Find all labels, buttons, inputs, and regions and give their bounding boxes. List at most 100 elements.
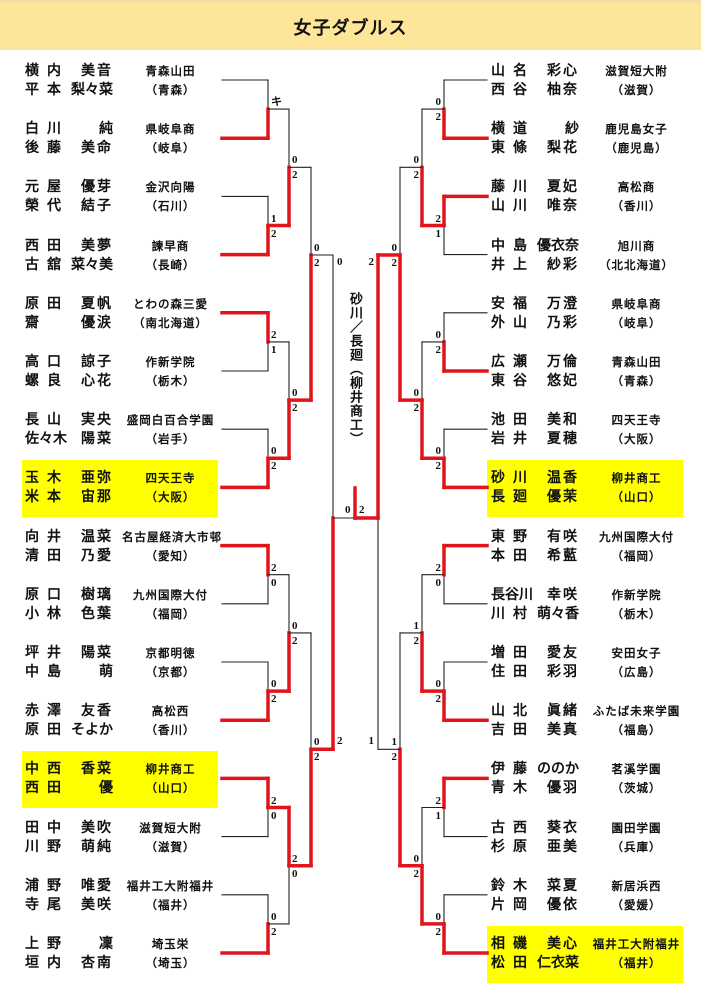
team-entry: 向井温菜名古屋経済大市邨清田乃愛（愛知） bbox=[25, 529, 222, 569]
team-entry: 上野凜埼玉栄垣内杏南（埼玉） bbox=[25, 936, 219, 976]
prefecture: （愛知） bbox=[145, 550, 196, 563]
player-given-name: 萌 bbox=[99, 665, 113, 680]
score-top: 0 bbox=[435, 328, 442, 341]
player-2-row: 松田仁衣菜（福井） bbox=[491, 955, 685, 973]
player-given-name: 梨花 bbox=[547, 141, 579, 157]
player-surname: 米本 bbox=[25, 490, 69, 506]
school-name: 名古屋経済大市邨 bbox=[122, 531, 222, 544]
player-surname: 原田 bbox=[25, 723, 69, 739]
score-top: 0 bbox=[413, 852, 420, 865]
school-name: とわの森三愛 bbox=[133, 298, 208, 311]
player-given-name: 萌々香 bbox=[537, 606, 579, 622]
school-name: 園田学園 bbox=[611, 822, 662, 835]
player-1-row: 坪井陽菜京都明徳 bbox=[25, 645, 219, 663]
player-given-name: 諒子 bbox=[81, 355, 113, 370]
prefecture: （青森） bbox=[611, 376, 662, 388]
player-given-name: 仁衣菜 bbox=[537, 956, 579, 971]
prefecture: （愛媛） bbox=[611, 899, 662, 912]
score-bottom: 2 bbox=[271, 925, 277, 938]
player-given-name: 実央 bbox=[81, 413, 113, 429]
score-top: 0 bbox=[292, 387, 298, 400]
player-given-name: 美吹 bbox=[81, 820, 113, 836]
team-entry: 元屋優芽金沢向陽榮代結子（石川） bbox=[25, 179, 219, 219]
team-entry: 鈴木菜夏新居浜西片岡優依（愛媛） bbox=[491, 878, 685, 918]
prefecture: （茨城） bbox=[611, 783, 662, 796]
player-surname: 相磯 bbox=[491, 937, 535, 952]
team-entry: 古西葵衣園田学園杉原亜美（兵庫） bbox=[491, 820, 685, 860]
player-given-name: 唯愛 bbox=[81, 878, 113, 894]
player-surname: 藤川 bbox=[491, 180, 535, 196]
player-1-row: 増田愛友安田女子 bbox=[491, 645, 685, 663]
player-surname: 東野 bbox=[491, 529, 535, 545]
player-1-row: 藤川夏妃高松商 bbox=[491, 179, 685, 197]
prefecture: （青森） bbox=[145, 85, 196, 97]
player-surname: 西谷 bbox=[491, 83, 535, 98]
player-surname: 原口 bbox=[25, 587, 69, 603]
score-bottom: 2 bbox=[391, 751, 398, 764]
score-top: 2 bbox=[271, 328, 277, 341]
player-given-name: 菜夏 bbox=[547, 878, 579, 894]
prefecture: （滋賀） bbox=[611, 85, 662, 97]
player-1-row: 原田夏帆とわの森三愛 bbox=[25, 296, 219, 314]
school-name: 九州国際大付 bbox=[133, 589, 208, 602]
prefecture: （埼玉） bbox=[145, 958, 196, 970]
player-surname: 向井 bbox=[25, 529, 69, 545]
school-name: 青森山田 bbox=[611, 357, 662, 369]
player-1-row: 向井温菜名古屋経済大市邨 bbox=[25, 529, 222, 547]
team-entry: 長谷川幸咲作新学院川村萌々香（栃木） bbox=[491, 587, 685, 627]
player-2-row: 吉田美真（福島） bbox=[491, 722, 685, 740]
team-entry: 池田美和四天王寺岩井夏穂（大阪） bbox=[491, 412, 685, 452]
player-surname: 中西 bbox=[25, 762, 69, 778]
player-2-row: 本田希藍（福岡） bbox=[491, 548, 685, 566]
prefecture: （香川） bbox=[145, 725, 196, 738]
player-given-name: 夏穂 bbox=[547, 432, 579, 448]
prefecture: （滋賀） bbox=[145, 841, 196, 854]
player-given-name: 心花 bbox=[81, 374, 113, 389]
player-given-name: 希藍 bbox=[547, 548, 579, 564]
player-1-row: 東野有咲九州国際大付 bbox=[491, 529, 685, 547]
player-2-row: 小林色葉（福岡） bbox=[25, 606, 219, 624]
player-1-row: 原口樹璃九州国際大付 bbox=[25, 587, 219, 605]
player-2-row: 寺尾美咲（福井） bbox=[25, 897, 219, 915]
player-2-row: 川野萌純（滋賀） bbox=[25, 839, 219, 857]
team-entry: 中島優衣奈旭川商井上紗彩（北北海道） bbox=[491, 238, 685, 278]
team-entry: 中西香菜柳井商工西田優（山口） bbox=[25, 761, 219, 801]
seed-highlight bbox=[22, 460, 218, 518]
player-surname: 中島 bbox=[491, 238, 535, 254]
prefecture: （福井） bbox=[145, 899, 196, 912]
player-surname: 西田 bbox=[25, 781, 69, 797]
player-given-name: 美夢 bbox=[81, 238, 113, 254]
school-name: 福井工大附福井 bbox=[592, 939, 681, 951]
player-given-name: 美命 bbox=[81, 141, 113, 157]
player-surname: 榮代 bbox=[25, 199, 69, 215]
score-bottom: 0 bbox=[292, 867, 298, 880]
score-top: 1 bbox=[391, 736, 398, 749]
player-given-name: 温香 bbox=[547, 471, 579, 487]
team-entry: 横道紗鹿児島女子東條梨花（鹿児島） bbox=[491, 121, 685, 161]
player-1-row: 赤澤友香高松西 bbox=[25, 703, 219, 721]
prefecture: （大阪） bbox=[145, 492, 196, 505]
player-surname: 東谷 bbox=[491, 374, 535, 389]
player-surname: 安福 bbox=[491, 296, 535, 312]
team-entry: 砂川温香柳井商工長廻優茉（山口） bbox=[491, 470, 685, 510]
seed-highlight bbox=[487, 460, 683, 518]
player-surname: 広瀬 bbox=[491, 355, 535, 370]
player-given-name: 優芽 bbox=[81, 180, 113, 196]
player-surname: 佐々木 bbox=[25, 432, 67, 448]
player-surname: 元屋 bbox=[25, 180, 69, 196]
player-2-row: 清田乃愛（愛知） bbox=[25, 548, 219, 566]
school-name: 四天王寺 bbox=[145, 473, 196, 486]
score-bottom: 2 bbox=[435, 460, 442, 473]
player-1-row: 上野凜埼玉栄 bbox=[25, 936, 219, 954]
player-1-row: 玉木亜弥四天王寺 bbox=[25, 470, 219, 488]
player-given-name: 純 bbox=[99, 122, 113, 138]
school-name: ふたば未来学園 bbox=[592, 706, 681, 719]
school-name: 滋賀短大附 bbox=[139, 822, 202, 835]
player-1-row: 広瀬万倫 青森山田 bbox=[491, 354, 685, 372]
final-score-right: 2 bbox=[359, 504, 365, 516]
player-given-name: 万倫 bbox=[547, 355, 579, 370]
score-bottom: 2 bbox=[413, 634, 420, 647]
player-surname: 井上 bbox=[491, 257, 535, 273]
school-name: 柳井商工 bbox=[145, 764, 196, 777]
score-bottom: 2 bbox=[292, 169, 298, 182]
